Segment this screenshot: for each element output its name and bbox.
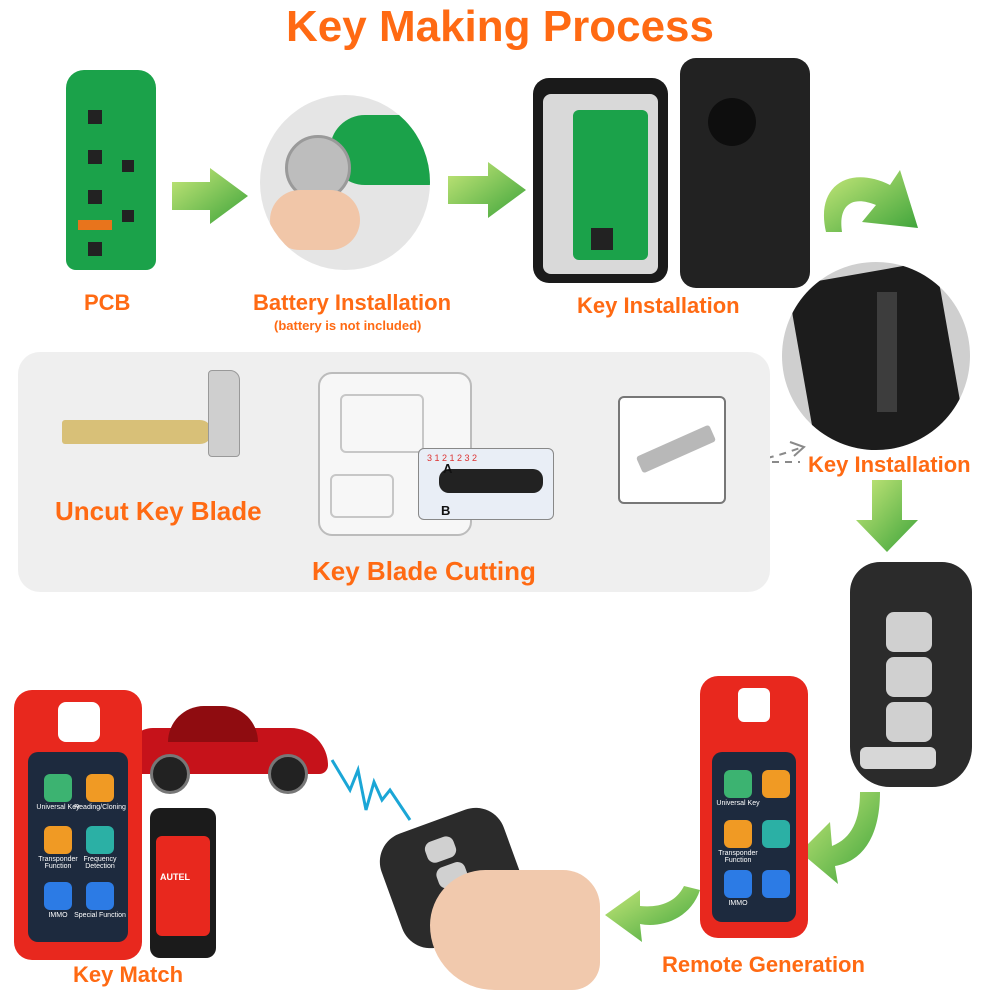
device-screen-left: Universal Key Reading/Cloning Transponde… bbox=[28, 752, 128, 942]
arrow-battery-key bbox=[448, 162, 526, 218]
trunk-button-icon bbox=[886, 702, 932, 742]
hand bbox=[430, 870, 600, 990]
cutting-chart: 3 1 2 1 2 3 2 A B bbox=[418, 448, 554, 520]
arrow-curved-bottom bbox=[800, 792, 880, 884]
label-key-installation-top: Key Installation bbox=[577, 293, 740, 318]
arrow-down-right bbox=[856, 480, 918, 552]
key-install-photo bbox=[782, 262, 970, 450]
signal-wave-icon bbox=[330, 759, 412, 821]
arrow-to-fob bbox=[605, 886, 700, 942]
blade-head-icon bbox=[208, 370, 240, 457]
cut-blade-box bbox=[618, 396, 726, 504]
label-cutting: Key Blade Cutting bbox=[312, 556, 536, 586]
arrow-pcb-battery bbox=[172, 168, 248, 224]
obd-dongle: AUTEL bbox=[150, 808, 216, 958]
arrow-curved-top bbox=[823, 170, 918, 232]
lock-button-icon bbox=[886, 657, 932, 697]
label-key-match: Key Match bbox=[73, 962, 184, 987]
label-key-installation-right: Key Installation bbox=[808, 452, 971, 477]
diagram-title: Key Making Process bbox=[286, 2, 714, 51]
pcb-board bbox=[66, 70, 156, 270]
label-battery-note: (battery is not included) bbox=[274, 318, 422, 333]
fob-open-left bbox=[533, 78, 668, 283]
label-uncut: Uncut Key Blade bbox=[55, 496, 262, 526]
unlock-button-icon bbox=[886, 612, 932, 652]
fob-open-right bbox=[680, 58, 810, 288]
cut-blade-icon bbox=[635, 424, 717, 474]
key-programmer-right: Universal Key Transponder Function IMMO bbox=[700, 676, 808, 938]
red-car bbox=[128, 702, 328, 794]
label-remote-generation: Remote Generation bbox=[662, 952, 865, 977]
smart-key-fob bbox=[850, 562, 972, 787]
device-screen-right: Universal Key Transponder Function IMMO bbox=[712, 752, 796, 922]
uncut-blade-icon bbox=[62, 420, 212, 444]
label-pcb: PCB bbox=[84, 290, 131, 315]
label-battery: Battery Installation bbox=[253, 290, 452, 315]
battery-photo bbox=[260, 95, 430, 270]
key-programmer-left: Universal Key Reading/Cloning Transponde… bbox=[14, 690, 142, 960]
